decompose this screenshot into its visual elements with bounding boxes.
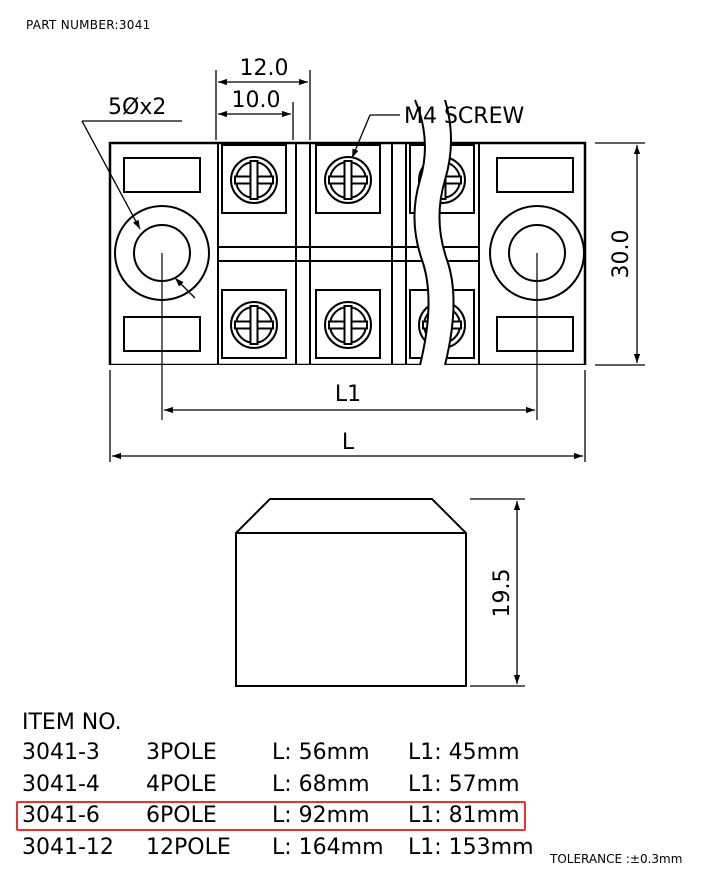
item-length-l: L: 56mm [272,740,370,765]
item-pole: 4POLE [146,772,217,797]
screw-icon [324,156,372,204]
side-view [235,498,467,687]
break-line [413,99,430,366]
item-length-l: L: 92mm [272,803,370,828]
item-number: 3041-3 [22,740,100,765]
item-pole: 3POLE [146,740,217,765]
item-number: 3041-6 [22,803,100,828]
dim-pitch-outer: 12.0 [240,56,289,81]
dim-pitch-inner: 10.0 [232,88,281,113]
dim-l: L [342,430,355,455]
screw-icon [230,156,278,204]
break-line [438,99,455,366]
screw-icon [324,301,372,349]
dim-side-height: 19.5 [490,569,515,618]
item-length-l1: L1: 45mm [408,740,520,765]
screw-icon [230,301,278,349]
item-pole: 6POLE [146,803,217,828]
top-view-left [108,141,429,365]
item-pole: 12POLE [146,835,231,860]
item-number: 3041-4 [22,772,100,797]
item-table-title: ITEM NO. [22,710,122,735]
dim-l1: L1 [335,382,361,407]
screw-icon [418,301,429,349]
item-length-l1: L1: 57mm [408,772,520,797]
item-length-l: L: 68mm [272,772,370,797]
dim-hole: 5Øx2 [108,95,166,120]
item-length-l1: L1: 153mm [408,835,534,860]
selected-row-highlight [16,801,526,831]
item-length-l: L: 164mm [272,835,384,860]
item-number: 3041-12 [22,835,114,860]
part-number: PART NUMBER:3041 [26,18,151,32]
screw-label: M4 SCREW [404,104,524,129]
tolerance-note: TOLERANCE :±0.3mm [550,852,683,866]
dim-height: 30.0 [609,230,634,279]
item-length-l1: L1: 81mm [408,803,520,828]
